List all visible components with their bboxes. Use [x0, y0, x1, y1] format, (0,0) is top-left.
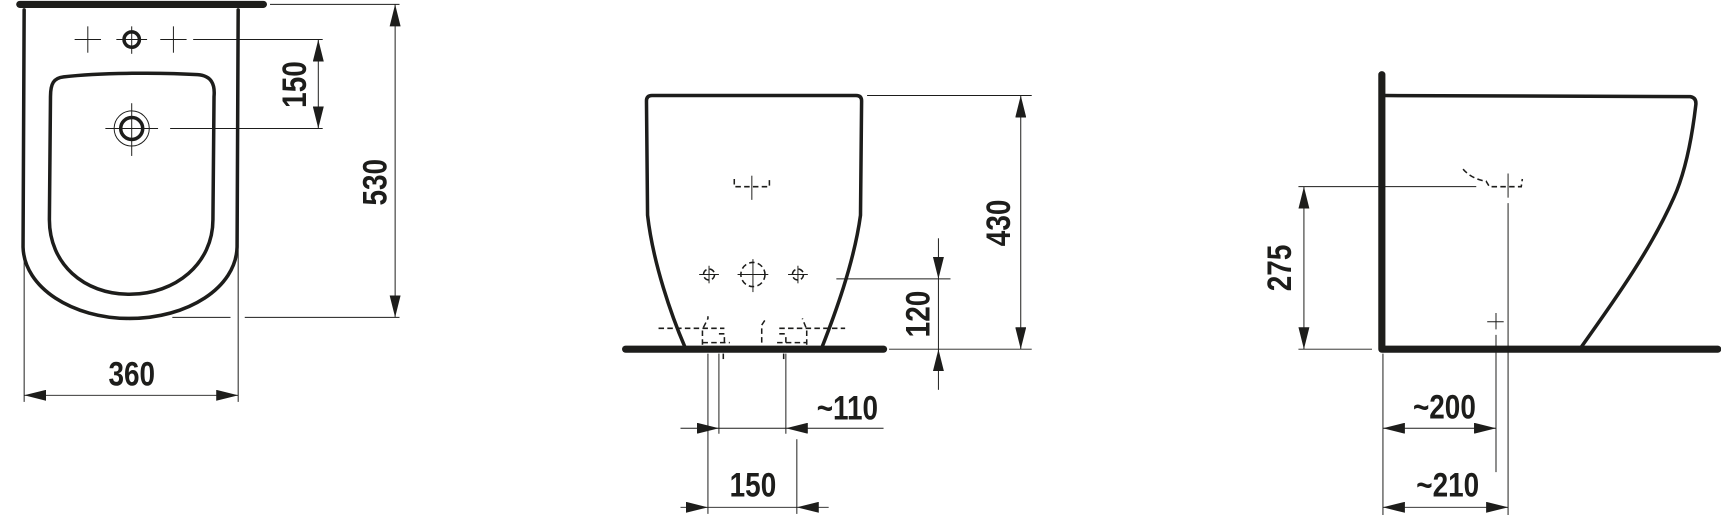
dimension-150-front-label: 150 [730, 466, 777, 504]
dimension-275-label: 275 [1260, 245, 1298, 292]
dimension-530-label: 530 [356, 159, 394, 206]
bowl-inner-outline [47, 71, 216, 297]
dimension-360-label: 360 [108, 355, 155, 393]
top-view: 150 530 360 [16, 0, 401, 402]
drain-hole-icon [105, 103, 159, 156]
dimension-210-label: ~210 [1416, 466, 1479, 504]
bidet-side-outline [1383, 93, 1698, 350]
front-view: 430 120 ~110 150 [622, 93, 1032, 514]
bidet-front-outline [644, 93, 864, 349]
connection-holes-icon [699, 259, 808, 293]
dimension-150-label: 150 [276, 61, 314, 108]
bidet-outer-outline [21, 8, 240, 321]
dimension-110-label: ~110 [817, 389, 878, 427]
outlet-hidden-icon [1462, 168, 1524, 515]
tap-hole-icon [116, 26, 148, 54]
dimension-200-label: ~200 [1413, 388, 1476, 426]
fixing-cross-icon [1487, 312, 1504, 473]
floor-fixing-hidden-icon [658, 316, 846, 363]
dimension-120-label: 120 [899, 291, 937, 338]
outlet-hidden-cross-icon [733, 175, 771, 200]
side-view: 275 ~200 ~210 [1260, 71, 1721, 515]
tap-hole-option-cross-icon [74, 26, 187, 53]
dimension-430-label: 430 [979, 200, 1017, 247]
wall-and-floor-line [1378, 71, 1721, 353]
